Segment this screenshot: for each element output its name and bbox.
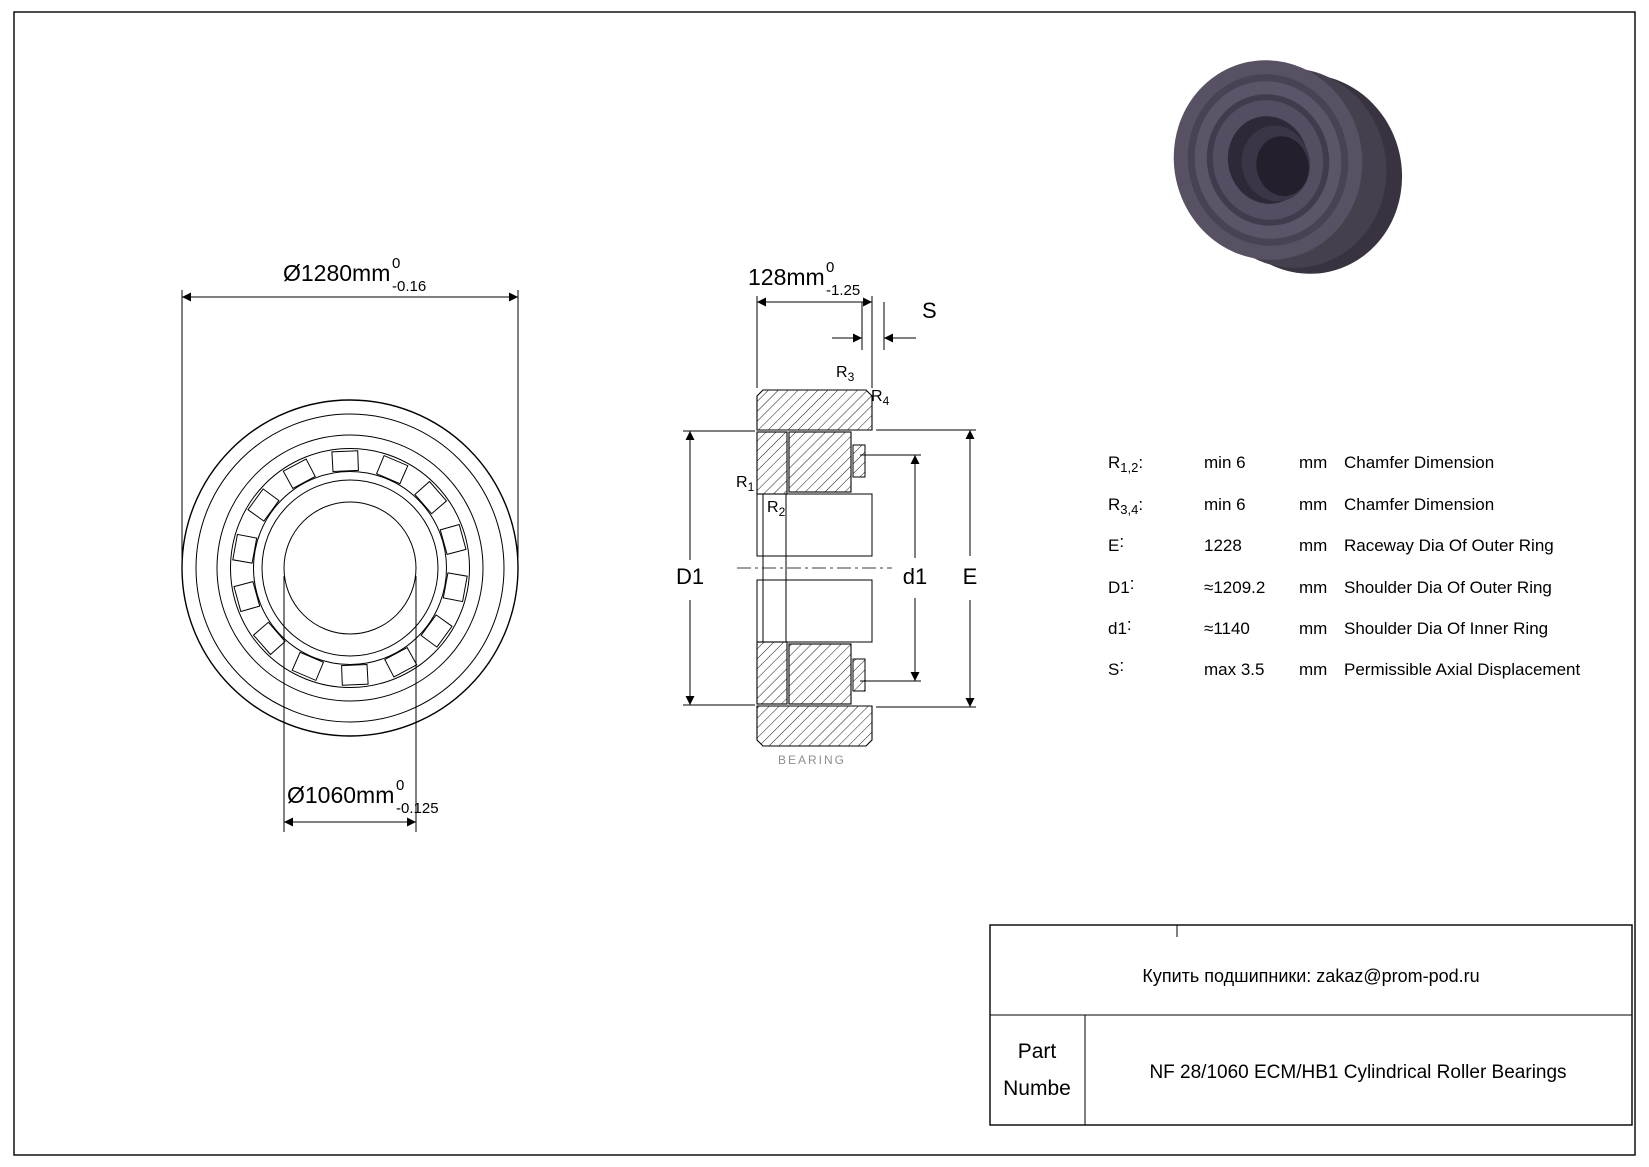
- roller-section-bottom: [788, 643, 852, 705]
- spec-row-value: ≈1209.2: [1204, 578, 1265, 597]
- spec-row-unit: mm: [1299, 453, 1327, 472]
- spec-row-description: Chamfer Dimension: [1344, 495, 1494, 514]
- spec-row-unit: mm: [1299, 619, 1327, 638]
- bore-circle: [283, 501, 417, 635]
- spec-row-value: max 3.5: [1204, 660, 1264, 679]
- bearing-3d-image: [1173, 60, 1403, 274]
- bore-diameter-label: Ø1060mm: [287, 782, 394, 808]
- watermark-text: BEARING: [778, 753, 846, 767]
- cage-section-top-right: [852, 444, 866, 478]
- width-tol-upper: 0: [826, 259, 834, 276]
- spec-row-unit: mm: [1299, 536, 1327, 555]
- inner-ring-shoulder-circle: [261, 479, 439, 657]
- roller: [331, 450, 359, 473]
- cage-outer-circle: [230, 448, 470, 688]
- r4-label: R4: [871, 388, 890, 408]
- width-label: 128mm: [748, 264, 825, 290]
- spec-row-value: min 6: [1204, 453, 1246, 472]
- section-view: 128mm 0 -1.25 S R3 R4 R1 R2 D1 d1 E BEAR: [676, 259, 977, 767]
- outer-diameter-tol-upper: 0: [392, 255, 400, 272]
- bore-diameter-tol-lower: -0.125: [396, 800, 439, 817]
- roller: [442, 572, 468, 603]
- spec-row-description: Shoulder Dia Of Inner Ring: [1344, 619, 1548, 638]
- spec-row-description: Permissible Axial Displacement: [1344, 660, 1580, 679]
- outer-raceway-circle: [216, 434, 484, 702]
- raceway-label: E: [963, 564, 978, 589]
- bearing-3d-bore-hole: [1256, 136, 1309, 196]
- title-block-border: [989, 924, 1633, 1126]
- spec-row-label: S:: [1108, 656, 1124, 679]
- roller: [341, 663, 369, 686]
- bore-diameter-tol-upper: 0: [396, 777, 404, 794]
- r1-label: R1: [736, 474, 755, 494]
- spec-row-unit: mm: [1299, 578, 1327, 597]
- roller: [384, 646, 418, 678]
- spec-row-value: min 6: [1204, 495, 1246, 514]
- r3-label: R3: [836, 364, 855, 384]
- inner-ring-section-bottom: [756, 579, 873, 643]
- spec-row-label: R1,2:: [1108, 453, 1143, 475]
- roller: [233, 580, 261, 613]
- spec-row-value: ≈1140: [1204, 619, 1250, 638]
- outer-ring-od-circle: [181, 399, 519, 737]
- s-label: S: [922, 298, 937, 323]
- roller: [247, 488, 280, 522]
- inner-shoulder-label: d1: [903, 564, 927, 589]
- roller-set: [232, 450, 468, 686]
- outer-shoulder-label: D1: [676, 564, 704, 589]
- roller: [252, 621, 286, 656]
- roller-section-top: [788, 431, 852, 493]
- roller: [439, 523, 467, 556]
- front-view: Ø1280mm 0 -0.16 Ø1060mm 0 -0.125: [181, 255, 519, 832]
- outer-ring-section-bottom: [756, 705, 873, 747]
- sheet-border: [13, 11, 1636, 1156]
- spec-row-label: d1:: [1108, 615, 1132, 638]
- part-number-label-line2: Numbe: [1003, 1077, 1071, 1100]
- cage-inner-circle: [253, 471, 447, 665]
- roller: [414, 480, 448, 515]
- r2-label: R2: [767, 499, 786, 519]
- title-block: Купить подшипники: zakaz@prom-pod.ru Par…: [989, 924, 1633, 1126]
- spec-row-label: R3,4:: [1108, 495, 1143, 517]
- outer-ring-section-top: [756, 389, 873, 431]
- outer-diameter-tol-lower: -0.16: [392, 278, 426, 295]
- inner-ring-section-top: [756, 493, 873, 557]
- spec-row-label: E:: [1108, 532, 1124, 555]
- spec-row-description: Raceway Dia Of Outer Ring: [1344, 536, 1554, 555]
- part-name: NF 28/1060 ECM/HB1 Cylindrical Roller Be…: [1149, 1062, 1566, 1083]
- contact-text: Купить подшипники: zakaz@prom-pod.ru: [1142, 966, 1479, 986]
- roller: [375, 454, 409, 485]
- cage-section-bottom-right: [852, 658, 866, 692]
- roller: [232, 533, 258, 564]
- roller: [282, 458, 316, 490]
- spec-row-label: D1:: [1108, 574, 1134, 597]
- spec-row-unit: mm: [1299, 495, 1327, 514]
- spec-row-value: 1228: [1204, 536, 1242, 555]
- spec-row-description: Shoulder Dia Of Outer Ring: [1344, 578, 1552, 597]
- roller: [291, 651, 325, 682]
- spec-row-description: Chamfer Dimension: [1344, 453, 1494, 472]
- outer-ring-groove-circle: [195, 413, 505, 723]
- spec-row-unit: mm: [1299, 660, 1327, 679]
- inner-ring-flange-top-left: [756, 431, 788, 495]
- roller: [420, 614, 453, 648]
- width-tol-lower: -1.25: [826, 282, 860, 299]
- outer-diameter-label: Ø1280mm: [283, 260, 390, 286]
- part-number-label-line1: Part: [1018, 1040, 1057, 1063]
- spec-table: R1,2: min 6 mm Chamfer Dimension R3,4: m…: [1108, 453, 1580, 679]
- inner-ring-flange-bottom-left: [756, 641, 788, 705]
